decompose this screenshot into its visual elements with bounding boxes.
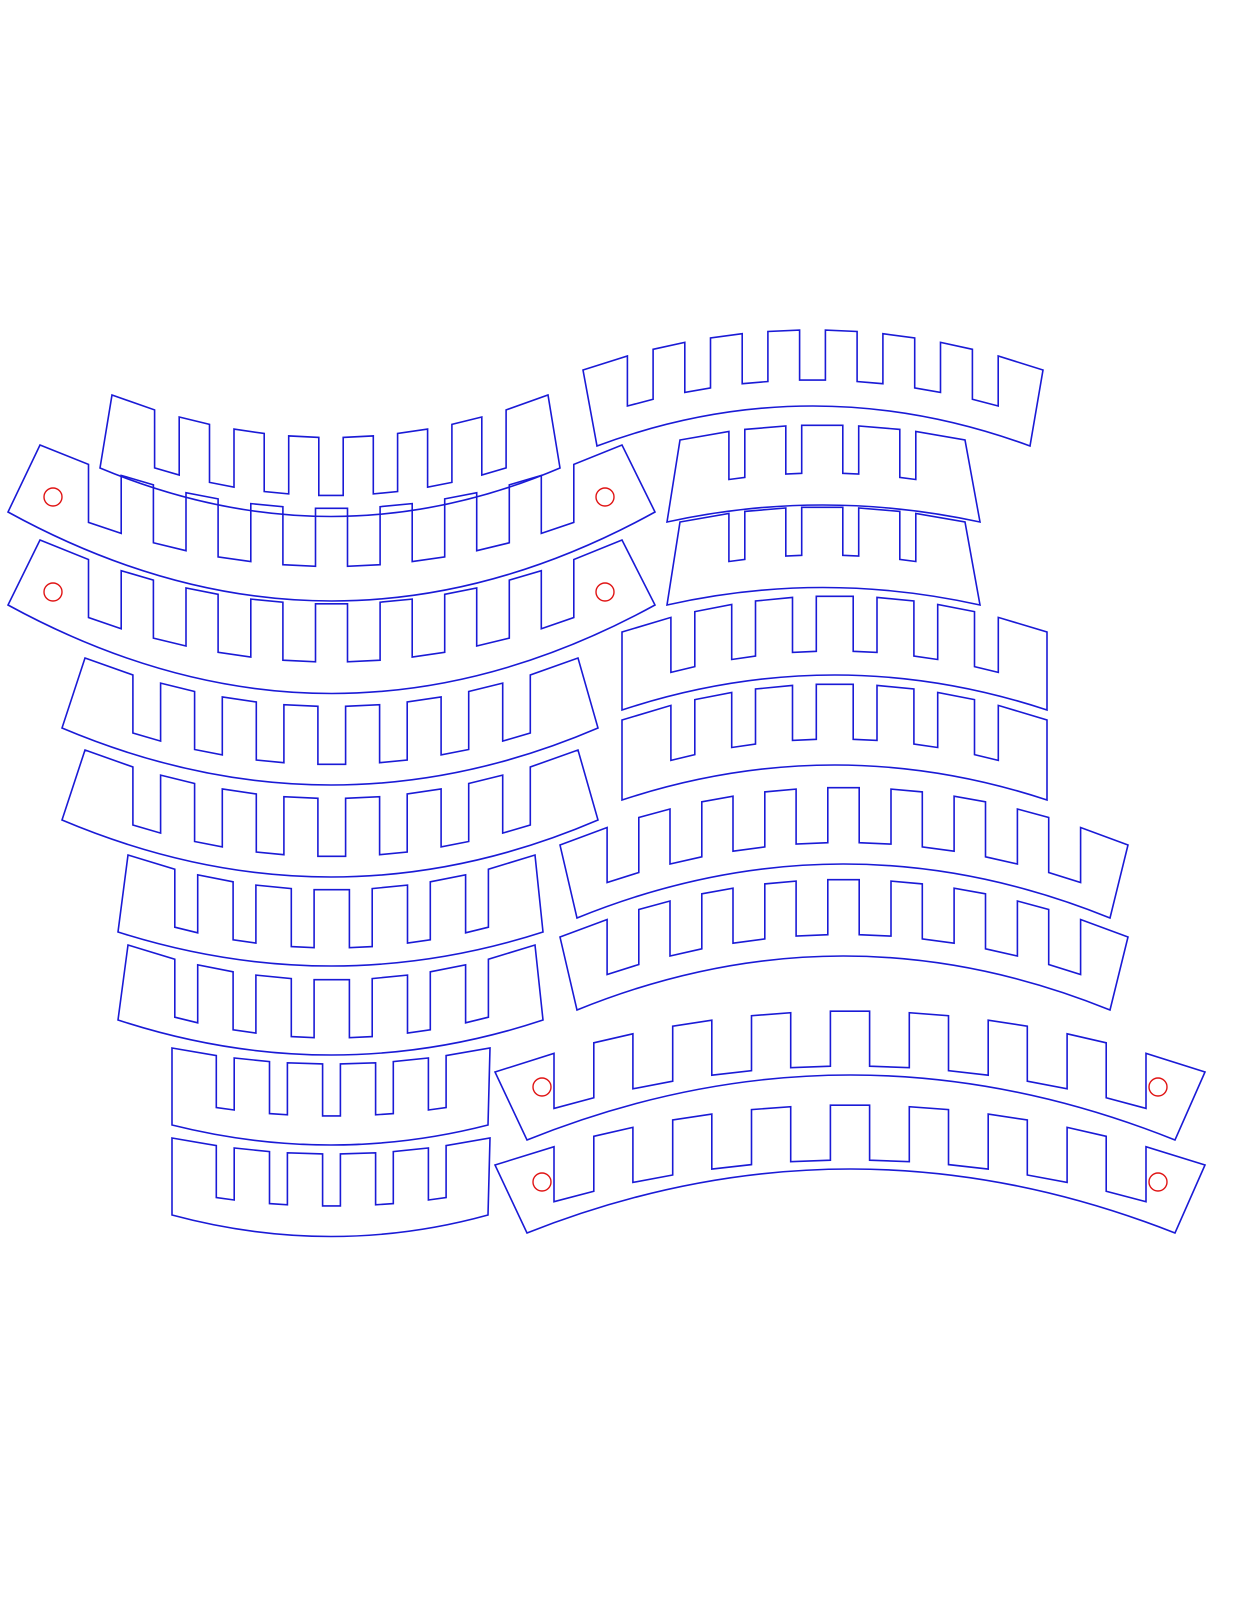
strip-left-1 [99, 393, 561, 518]
mounting-hole [43, 487, 63, 507]
strip-right-3 [666, 506, 982, 607]
cut-line [6, 538, 657, 695]
cut-line [666, 424, 982, 524]
strip-left-8 [171, 1047, 491, 1146]
strip-right-6 [559, 786, 1129, 920]
strip-right-4 [621, 595, 1048, 712]
mounting-hole [532, 1077, 552, 1097]
cut-line [6, 443, 657, 602]
cut-line [493, 1104, 1207, 1235]
mounting-hole [595, 487, 615, 507]
strip-right-1 [582, 329, 1044, 448]
strip-right-5 [621, 683, 1048, 802]
cut-line [493, 1010, 1207, 1142]
cut-line [582, 329, 1044, 448]
strip-left-4 [61, 656, 599, 786]
cut-line [171, 1137, 491, 1238]
cut-line [621, 595, 1048, 712]
cut-line [117, 943, 544, 1056]
strip-right-7 [559, 878, 1129, 1012]
strip-left-6 [117, 853, 544, 967]
mounting-hole [532, 1172, 552, 1192]
mounting-hole [43, 582, 63, 602]
mounting-hole [1148, 1077, 1168, 1097]
strip-left-3 [6, 538, 657, 695]
strip-left-5 [61, 748, 599, 878]
cut-line [61, 656, 599, 786]
cut-line [621, 683, 1048, 802]
cut-line [61, 748, 599, 878]
mounting-hole [1148, 1172, 1168, 1192]
strip-right-9 [493, 1104, 1207, 1235]
strip-left-9 [171, 1137, 491, 1238]
strip-left-2 [6, 443, 657, 602]
cut-line [666, 506, 982, 607]
strip-right-2 [666, 424, 982, 524]
cut-line [171, 1047, 491, 1146]
cut-line [559, 878, 1129, 1012]
cut-line [117, 853, 544, 967]
cut-line [559, 786, 1129, 920]
mounting-hole [595, 582, 615, 602]
strip-left-7 [117, 943, 544, 1056]
strip-right-8 [493, 1010, 1207, 1142]
cut-line [99, 393, 561, 518]
